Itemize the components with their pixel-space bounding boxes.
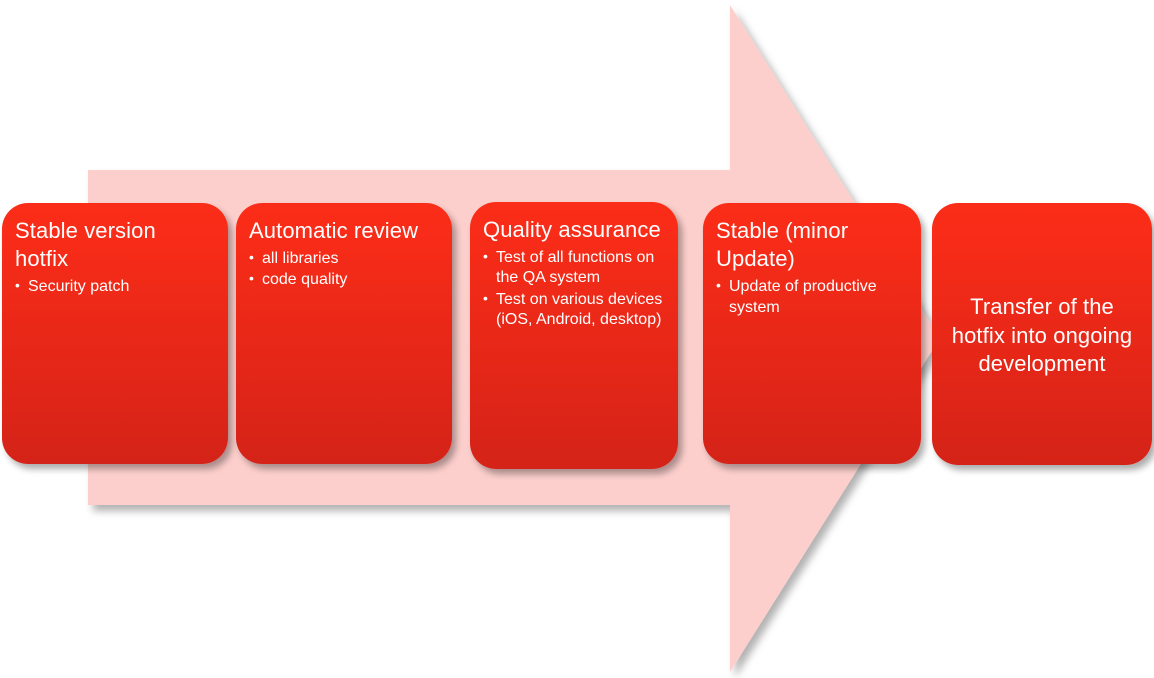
process-step-bullets: all libraries code quality xyxy=(249,248,439,291)
process-step-bullets: Security patch xyxy=(15,276,215,297)
bullet-item: Update of productive system xyxy=(716,276,908,318)
bullet-item: all libraries xyxy=(249,248,439,269)
process-step-title: Stable (minor Update) xyxy=(716,218,849,272)
process-step-box-1[interactable]: Stable version hotfix Security patch xyxy=(2,203,228,464)
process-step-title: Quality assurance xyxy=(483,217,661,242)
process-step-bullets: Update of productive system xyxy=(716,276,908,318)
process-step-bullets: Test of all functions on the QA system T… xyxy=(483,247,665,331)
process-step-box-5[interactable]: Transfer of the hotfix into ongoing deve… xyxy=(932,203,1152,465)
process-step-title: Automatic review xyxy=(249,218,419,243)
bullet-item: Test of all functions on the QA system xyxy=(483,247,665,289)
process-step-box-2[interactable]: Automatic review all libraries code qual… xyxy=(236,203,452,464)
process-step-box-3[interactable]: Quality assurance Test of all functions … xyxy=(470,202,678,469)
bullet-item: Test on various devices (iOS, Android, d… xyxy=(483,289,665,331)
process-step-title: Stable version hotfix xyxy=(15,218,156,272)
bullet-item: code quality xyxy=(249,269,439,290)
process-step-box-4[interactable]: Stable (minor Update) Update of producti… xyxy=(703,203,921,464)
bullet-item: Security patch xyxy=(15,276,215,297)
process-step-title: Transfer of the hotfix into ongoing deve… xyxy=(951,294,1133,377)
